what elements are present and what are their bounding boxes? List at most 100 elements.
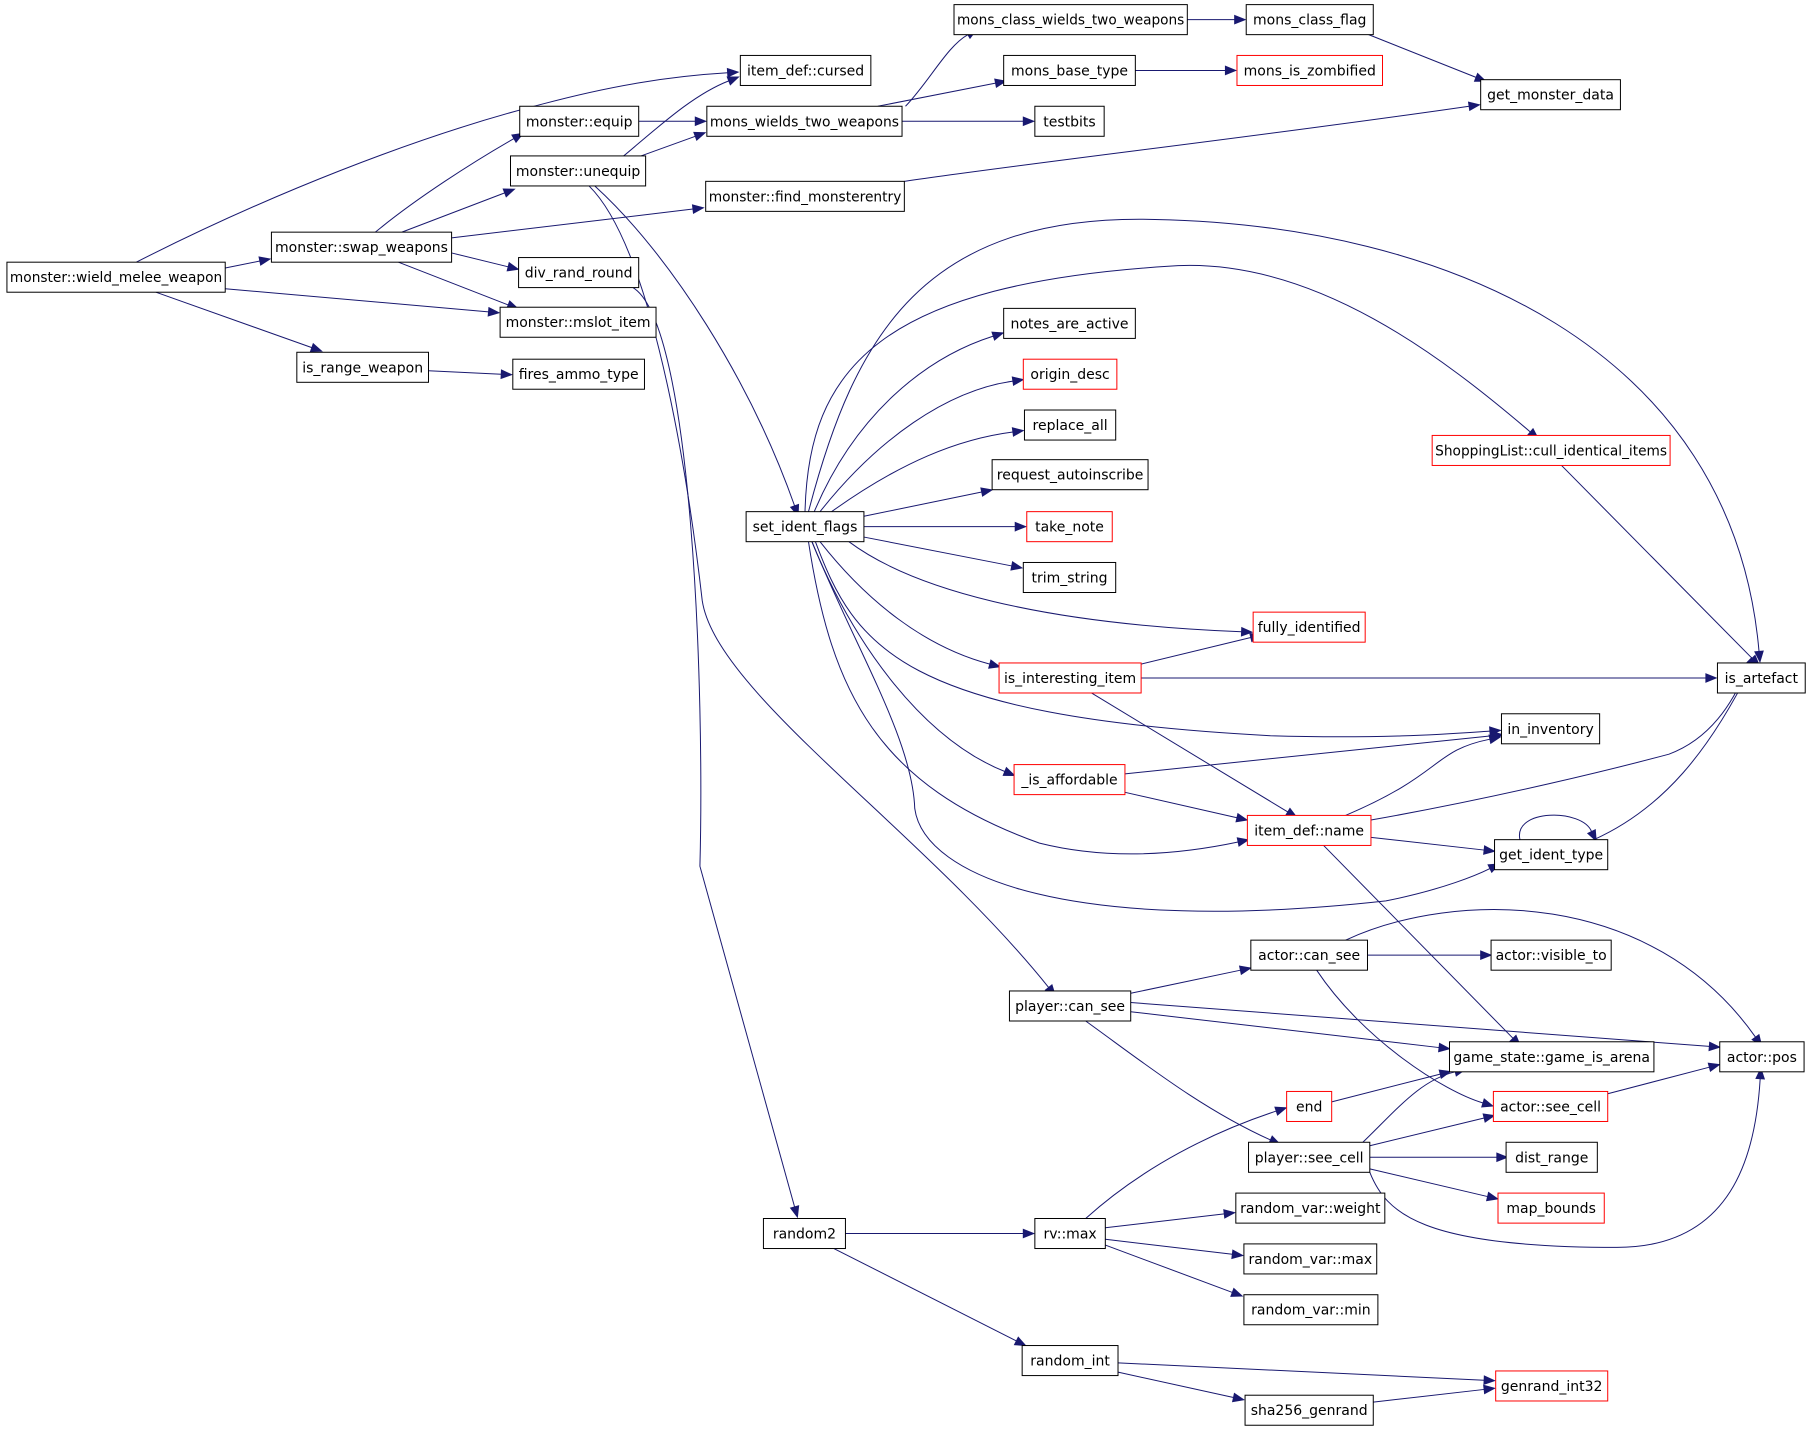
node-box[interactable] <box>1248 1141 1371 1173</box>
node-box[interactable] <box>1494 839 1609 871</box>
node-box[interactable] <box>1021 1345 1119 1377</box>
node-box[interactable] <box>1235 1192 1386 1224</box>
node-box[interactable] <box>1245 4 1374 36</box>
node-fully-identified[interactable]: fully_identified <box>1252 611 1366 643</box>
node-box[interactable] <box>1252 611 1366 643</box>
node-box[interactable] <box>6 261 226 293</box>
node-box[interactable] <box>1023 409 1117 441</box>
node-box[interactable] <box>1480 79 1621 111</box>
node-box[interactable] <box>762 1217 846 1250</box>
node-box[interactable] <box>1034 1217 1106 1250</box>
node-mslot-item[interactable]: monster::mslot_item <box>499 306 657 338</box>
node-box[interactable] <box>1431 434 1671 466</box>
node-actor-can-see[interactable]: actor::can_see <box>1250 939 1368 971</box>
node-box[interactable] <box>1243 1294 1379 1326</box>
node-box[interactable] <box>706 105 903 137</box>
node-box[interactable] <box>1492 1090 1609 1122</box>
node-actor-pos[interactable]: actor::pos <box>1719 1041 1805 1073</box>
node-get-ident-type[interactable]: get_ident_type <box>1494 839 1609 871</box>
node-testbits[interactable]: testbits <box>1034 105 1105 137</box>
node-box[interactable] <box>1500 713 1601 745</box>
node-box[interactable] <box>1246 814 1372 846</box>
node-box[interactable] <box>1286 1090 1333 1122</box>
node-box[interactable] <box>296 351 429 383</box>
node-mons-is-zombified[interactable]: mons_is_zombified <box>1236 54 1384 86</box>
node-genrand-int32[interactable]: genrand_int32 <box>1495 1370 1609 1402</box>
node-box[interactable] <box>1022 358 1118 390</box>
node-mons-class-wields[interactable]: mons_class_wields_two_weapons <box>953 4 1188 36</box>
node-take-note[interactable]: take_note <box>1026 511 1113 543</box>
node-is-affordable[interactable]: _is_affordable <box>1013 764 1126 796</box>
node-box[interactable] <box>499 306 657 338</box>
node-wield-melee[interactable]: monster::wield_melee_weapon <box>6 261 226 293</box>
node-box[interactable] <box>1495 1370 1609 1402</box>
node-equip[interactable]: monster::equip <box>519 105 640 137</box>
node-mons-wields-two[interactable]: mons_wields_two_weapons <box>706 105 903 137</box>
node-box[interactable] <box>739 54 872 86</box>
node-mons-class-flag[interactable]: mons_class_flag <box>1245 4 1374 36</box>
node-box[interactable] <box>512 358 645 390</box>
node-end[interactable]: end <box>1286 1090 1333 1122</box>
node-box[interactable] <box>518 257 640 289</box>
node-box[interactable] <box>509 155 647 187</box>
node-player-see-cell[interactable]: player::see_cell <box>1248 1141 1371 1173</box>
node-set-ident-flags[interactable]: set_ident_flags <box>745 511 865 543</box>
node-box[interactable] <box>1250 939 1368 971</box>
node-box[interactable] <box>998 662 1142 694</box>
node-box[interactable] <box>1505 1141 1598 1173</box>
node-fires-ammo-type[interactable]: fires_ammo_type <box>512 358 645 390</box>
node-player-can-see[interactable]: player::can_see <box>1008 990 1132 1022</box>
node-box[interactable] <box>1243 1243 1378 1275</box>
node-item-name[interactable]: item_def::name <box>1246 814 1372 846</box>
node-box[interactable] <box>1013 764 1126 796</box>
node-find-monsterentry[interactable]: monster::find_monsterentry <box>705 180 905 212</box>
node-box[interactable] <box>1497 1192 1605 1224</box>
node-is-range-weapon[interactable]: is_range_weapon <box>296 351 429 383</box>
node-dist-range[interactable]: dist_range <box>1505 1141 1598 1173</box>
node-box[interactable] <box>705 180 905 212</box>
node-rv-min[interactable]: random_var::min <box>1243 1294 1379 1326</box>
node-box[interactable] <box>1490 939 1612 971</box>
node-notes-are-active[interactable]: notes_are_active <box>1003 307 1136 339</box>
node-trim-string[interactable]: trim_string <box>1022 561 1117 594</box>
node-map-bounds[interactable]: map_bounds <box>1497 1192 1605 1224</box>
node-in-inventory[interactable]: in_inventory <box>1500 713 1601 745</box>
node-rv-max2[interactable]: random_var::max <box>1243 1243 1378 1275</box>
node-box[interactable] <box>745 511 865 543</box>
node-is-interesting-item[interactable]: is_interesting_item <box>998 662 1142 694</box>
node-unequip[interactable]: monster::unequip <box>509 155 647 187</box>
node-box[interactable] <box>519 105 640 137</box>
node-box[interactable] <box>270 231 453 263</box>
node-actor-see-cell[interactable]: actor::see_cell <box>1492 1090 1609 1122</box>
node-box[interactable] <box>991 459 1149 491</box>
node-box[interactable] <box>1026 511 1113 543</box>
node-request-autoinscribe[interactable]: request_autoinscribe <box>991 459 1149 491</box>
node-cull-identical[interactable]: ShoppingList::cull_identical_items <box>1431 434 1671 466</box>
node-get-monster-data[interactable]: get_monster_data <box>1480 79 1621 111</box>
node-box[interactable] <box>1034 105 1105 137</box>
node-replace-all[interactable]: replace_all <box>1023 409 1117 441</box>
node-box[interactable] <box>1716 662 1806 694</box>
node-box[interactable] <box>1244 1394 1374 1426</box>
node-box[interactable] <box>953 4 1188 36</box>
node-sha256-genrand[interactable]: sha256_genrand <box>1244 1394 1374 1426</box>
node-swap-weapons[interactable]: monster::swap_weapons <box>270 231 453 263</box>
node-box[interactable] <box>1003 54 1136 86</box>
node-box[interactable] <box>1022 561 1117 594</box>
node-box[interactable] <box>1008 990 1132 1022</box>
node-random2[interactable]: random2 <box>762 1217 846 1250</box>
node-box[interactable] <box>1236 54 1384 86</box>
node-is-artefact[interactable]: is_artefact <box>1716 662 1806 694</box>
node-box[interactable] <box>1448 1041 1655 1073</box>
node-rv-weight[interactable]: random_var::weight <box>1235 1192 1386 1224</box>
node-game-is-arena[interactable]: game_state::game_is_arena <box>1448 1041 1655 1073</box>
node-actor-visible-to[interactable]: actor::visible_to <box>1490 939 1612 971</box>
node-random-int[interactable]: random_int <box>1021 1345 1119 1377</box>
node-box[interactable] <box>1719 1041 1805 1073</box>
node-box[interactable] <box>1003 307 1136 339</box>
node-cursed[interactable]: item_def::cursed <box>739 54 872 86</box>
node-div-rand-round[interactable]: div_rand_round <box>518 257 640 289</box>
node-rv-max[interactable]: rv::max <box>1034 1217 1106 1250</box>
node-mons-base-type[interactable]: mons_base_type <box>1003 54 1136 86</box>
node-origin-desc[interactable]: origin_desc <box>1022 358 1118 390</box>
